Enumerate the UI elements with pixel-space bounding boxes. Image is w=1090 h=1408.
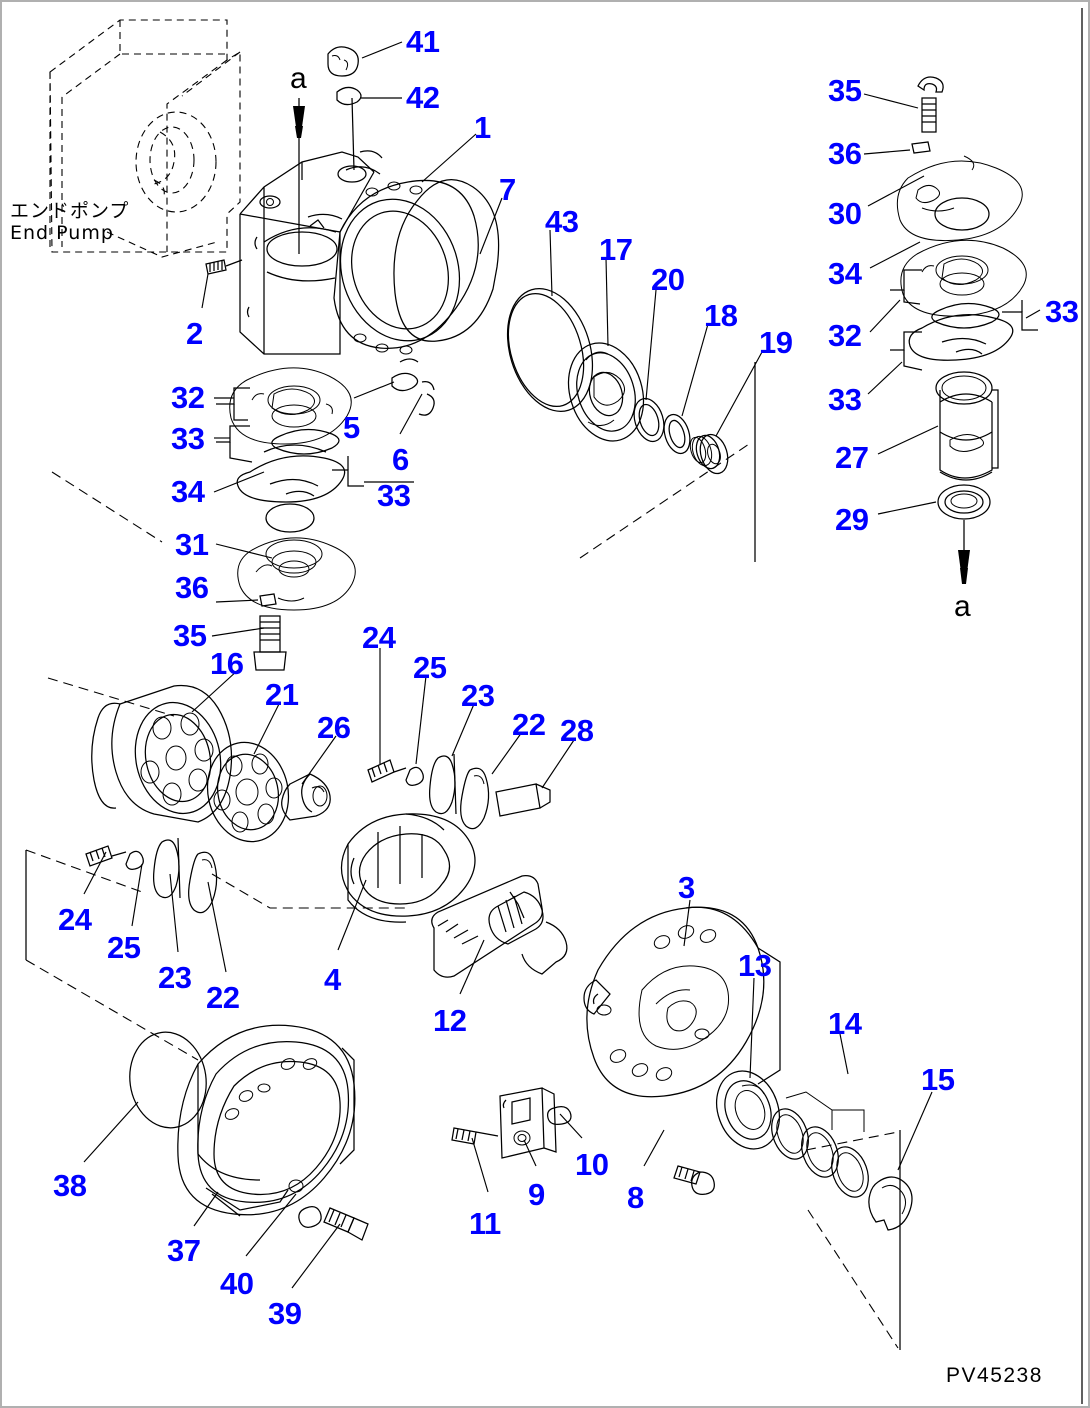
callout-number-15: 15 xyxy=(921,1062,955,1097)
callout-number-34a: 34 xyxy=(171,474,205,509)
callout-number-3: 3 xyxy=(678,870,695,905)
callout-number-26: 26 xyxy=(317,710,351,745)
right-servo-group xyxy=(890,76,1038,520)
callout-number-33b: 33 xyxy=(377,478,411,513)
callout-number-7: 7 xyxy=(499,172,516,207)
left-servo-group xyxy=(216,367,364,671)
callout-number-32b: 32 xyxy=(828,318,862,353)
callout-number-41: 41 xyxy=(406,24,440,59)
callout-number-30: 30 xyxy=(828,196,862,231)
callout-number-34b: 34 xyxy=(828,256,862,291)
callout-number-36a: 36 xyxy=(175,570,209,605)
part-7-gasket xyxy=(393,179,500,342)
callout-number-18: 18 xyxy=(704,298,738,333)
callout-number-33d: 33 xyxy=(828,382,862,417)
callout-number-37: 37 xyxy=(167,1233,201,1268)
callout-number-4: 4 xyxy=(324,962,341,997)
callout-number-39: 39 xyxy=(268,1296,302,1331)
callout-number-23b: 23 xyxy=(158,960,192,995)
reference-arrow-a-right xyxy=(958,520,970,584)
part-5-pin xyxy=(391,358,419,392)
part-17-valve-plate xyxy=(567,342,645,442)
callout-number-43: 43 xyxy=(545,204,579,239)
callout-number-1: 1 xyxy=(474,110,491,145)
callout-number-35a: 35 xyxy=(173,618,207,653)
callout-number-8: 8 xyxy=(627,1180,644,1215)
callout-number-25a: 25 xyxy=(413,650,447,685)
callout-number-6: 6 xyxy=(392,442,409,477)
callout-number-11: 11 xyxy=(469,1206,501,1241)
callout-number-9: 9 xyxy=(528,1177,545,1212)
part-2-bolt xyxy=(205,259,243,275)
callout-number-22b: 22 xyxy=(206,980,240,1015)
callout-number-32a: 32 xyxy=(171,380,205,415)
callout-number-2: 2 xyxy=(186,316,203,351)
callout-number-24a: 24 xyxy=(362,620,396,655)
callout-number-31: 31 xyxy=(175,527,209,562)
reference-letter-a-top: a xyxy=(290,62,307,95)
callout-number-23a: 23 xyxy=(461,678,495,713)
callout-number-40: 40 xyxy=(220,1266,254,1301)
callout-number-21: 21 xyxy=(265,677,299,712)
part-18-washer xyxy=(663,413,691,455)
callout-number-17: 17 xyxy=(599,232,633,267)
callout-number-13: 13 xyxy=(738,948,772,983)
main-pump-housing xyxy=(239,150,479,355)
callout-number-10: 10 xyxy=(575,1147,609,1182)
callout-number-5: 5 xyxy=(343,410,360,445)
callout-number-12: 12 xyxy=(433,1003,467,1038)
section-boundary-lines xyxy=(25,362,901,1350)
callout-number-29: 29 xyxy=(835,502,869,537)
part-6-pin xyxy=(418,381,435,416)
callout-number-42: 42 xyxy=(406,80,440,115)
callout-number-25b: 25 xyxy=(107,930,141,965)
reference-arrow-a-top xyxy=(293,98,305,254)
reference-letter-a-right: a xyxy=(954,590,971,623)
callout-number-38: 38 xyxy=(53,1168,87,1203)
part-19-bearing xyxy=(689,433,729,475)
callout-number-35b: 35 xyxy=(828,73,862,108)
part-20-washer xyxy=(633,397,665,443)
callout-number-27: 27 xyxy=(835,440,869,475)
callout-number-33a: 33 xyxy=(171,421,205,456)
end-cover-group xyxy=(451,906,913,1231)
callout-number-19: 19 xyxy=(759,325,793,360)
callout-number-28: 28 xyxy=(560,713,594,748)
part-41-plug xyxy=(327,46,359,77)
callout-number-16: 16 xyxy=(210,646,244,681)
drawing-number: PV45238 xyxy=(946,1364,1043,1387)
callout-number-14: 14 xyxy=(828,1006,862,1041)
callout-number-24b: 24 xyxy=(58,902,92,937)
callout-number-36b: 36 xyxy=(828,136,862,171)
callout-number-22a: 22 xyxy=(512,707,546,742)
callout-number-20: 20 xyxy=(651,262,685,297)
callout-number-33c: 33 xyxy=(1045,294,1079,329)
end-pump-label: エンドポンプ End Pump xyxy=(10,200,130,245)
part-43-oring xyxy=(506,288,594,412)
part-42-rod xyxy=(336,86,362,171)
front-cover-group xyxy=(129,1024,369,1241)
